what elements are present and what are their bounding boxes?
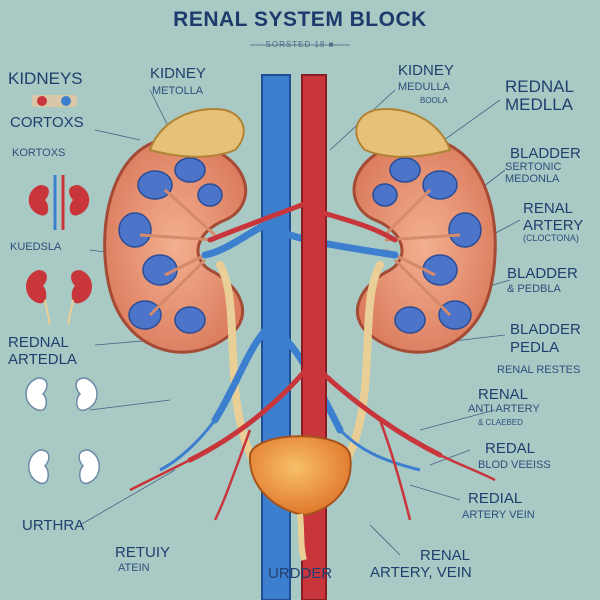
label-blod-veeiss: BLOD VEEISS	[478, 459, 551, 471]
label-kuedsla: KUEDSLA	[10, 241, 62, 253]
kidney-color-icon	[26, 270, 92, 326]
kidney-color-icon	[28, 175, 90, 230]
label-artery-vein: ARTERY VEIN	[462, 509, 535, 521]
label-cloctona: (CLOCTONA)	[523, 233, 579, 243]
label-bladder-3: BLADDER	[510, 321, 581, 338]
label-redial: REDIAL	[468, 490, 523, 507]
right-kidney	[352, 136, 497, 354]
label-medlla: MEDLLA	[505, 95, 574, 114]
label-rednal: REDNAL	[8, 334, 69, 351]
label-pedla: PEDLA	[510, 339, 560, 356]
right-adrenal-gland	[355, 108, 452, 158]
label-urdder: URDDER	[268, 565, 333, 582]
kidney-small-icon	[32, 95, 77, 107]
label-pedbla: & PEDBLA	[507, 283, 561, 295]
label-medulla: MEDULLA	[398, 81, 450, 93]
label-atein: ATEIN	[118, 562, 150, 574]
left-kidney	[103, 136, 248, 354]
label-rednal-right: REDNAL	[505, 77, 574, 96]
label-renal-artery-2: ARTERY	[523, 217, 584, 234]
label-medonla: MEDONLA	[505, 173, 560, 185]
label-retuiy: RETUIY	[115, 544, 171, 561]
label-renal-restes: RENAL RESTES	[497, 364, 581, 376]
label-artedla: ARTEDLA	[8, 351, 77, 368]
label-sertonic: SERTONIC	[505, 161, 562, 173]
label-renal-anti: RENAL	[478, 386, 529, 403]
label-anti-artery: ANTI ARTERY	[468, 403, 540, 415]
label-bladder-1: BLADDER	[510, 145, 581, 162]
page-subtitle: SORSTED 18 ■	[265, 40, 335, 49]
label-bladder-2: BLADDER	[507, 265, 578, 282]
label-renal-artery-1: RENAL	[523, 200, 574, 217]
label-artery-vein-bottom: ARTERY, VEIN	[370, 564, 472, 581]
label-kidney-right: KIDNEY	[398, 62, 454, 79]
label-claebed: & CLAEBED	[478, 418, 523, 427]
label-cortoxs: CORTOXS	[10, 114, 84, 131]
kidney-outline-icon	[25, 377, 100, 485]
label-kidneys: KIDNEYS	[8, 69, 83, 88]
bladder	[248, 435, 352, 561]
label-boola: BOOLA	[420, 96, 448, 105]
label-metolla: METOLLA	[152, 85, 204, 97]
label-urthra: URTHRA	[22, 517, 85, 534]
label-kidney-left: KIDNEY	[150, 65, 206, 82]
label-renal-bottom: RENAL	[420, 547, 471, 564]
page-title: RENAL SYSTEM BLOCK	[173, 8, 427, 31]
label-kortoxs: KORTOXS	[12, 147, 66, 159]
left-adrenal-gland	[148, 108, 245, 158]
vena-cava	[159, 74, 421, 600]
label-redal: REDAL	[485, 440, 536, 457]
